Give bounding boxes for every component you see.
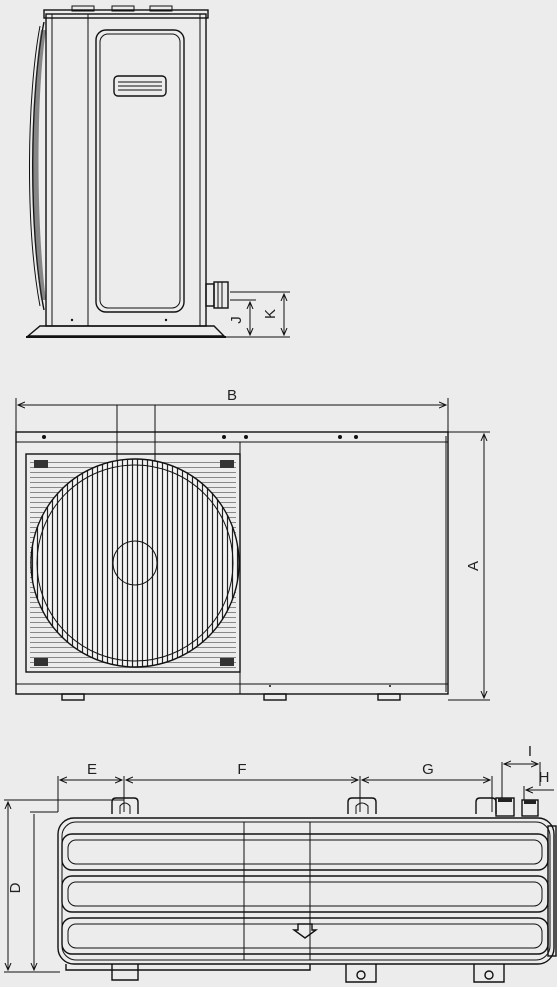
dimension-label-e: E <box>87 761 97 778</box>
dimension-label-i: I <box>528 743 532 760</box>
dimension-label-b: B <box>227 387 237 404</box>
dimension-label-d: D <box>7 882 24 893</box>
dimension-label-h: H <box>539 769 550 786</box>
dimension-label-k: K <box>262 309 279 319</box>
flow-arrow-icon <box>291 923 319 939</box>
dimension-label-a: A <box>465 561 482 571</box>
front-view: B A <box>15 387 490 701</box>
top-view: E F G I H D <box>4 743 557 983</box>
dimension-label-g: G <box>422 761 434 778</box>
dimension-label-j: J <box>228 316 245 324</box>
dimension-label-f: F <box>237 761 246 778</box>
side-view: J K <box>26 5 290 338</box>
